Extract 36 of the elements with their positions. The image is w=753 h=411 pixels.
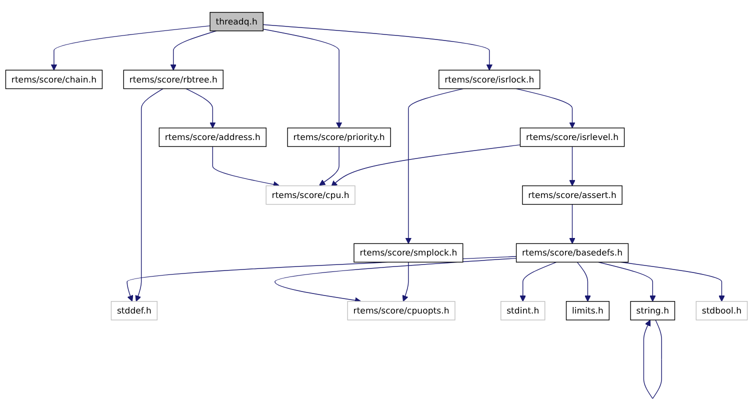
- arrow: [402, 262, 409, 302]
- arrow: [569, 204, 576, 244]
- arrow: [569, 146, 576, 186]
- node-box: rtems/score/smplock.h: [354, 243, 464, 263]
- arrow: [516, 88, 576, 128]
- node-box: stdint.h: [500, 301, 546, 320]
- arrow: [262, 28, 342, 128]
- node-box: rtems/score/cpu.h: [266, 185, 356, 205]
- arrow: [405, 88, 464, 244]
- arrow: [212, 146, 280, 188]
- node-box: rtems/score/priority.h: [287, 128, 391, 147]
- node-box: rtems/score/assert.h: [522, 185, 622, 205]
- arrow: [598, 262, 656, 302]
- node-box: threadq.h: [210, 12, 264, 32]
- node-box: rtems/score/isrlock.h: [438, 70, 540, 90]
- node-box: rtems/score/rbtree.h: [123, 70, 224, 90]
- node-box: stddef.h: [110, 301, 158, 320]
- arrow: [520, 262, 557, 302]
- arrow: [170, 30, 217, 70]
- arrow: [643, 320, 662, 399]
- arrow: [50, 25, 210, 70]
- node-box: rtems/score/basedefs.h: [516, 243, 629, 263]
- arrow: [319, 146, 340, 186]
- node-box: string.h: [630, 301, 676, 320]
- node-box: rtems/score/chain.h: [5, 70, 103, 90]
- arrow: [331, 144, 521, 187]
- node-box: rtems/score/cpuopts.h: [347, 301, 456, 320]
- node-box: rtems/score/isrlevel.h: [520, 128, 625, 147]
- node-box: rtems/score/address.h: [158, 128, 266, 147]
- node-box: limits.h: [566, 301, 610, 320]
- arrow: [274, 258, 517, 304]
- arrow: [186, 88, 216, 128]
- node-box: stdbool.h: [696, 301, 748, 320]
- arrow: [262, 24, 493, 70]
- arrow: [576, 262, 591, 302]
- arrow: [135, 88, 164, 302]
